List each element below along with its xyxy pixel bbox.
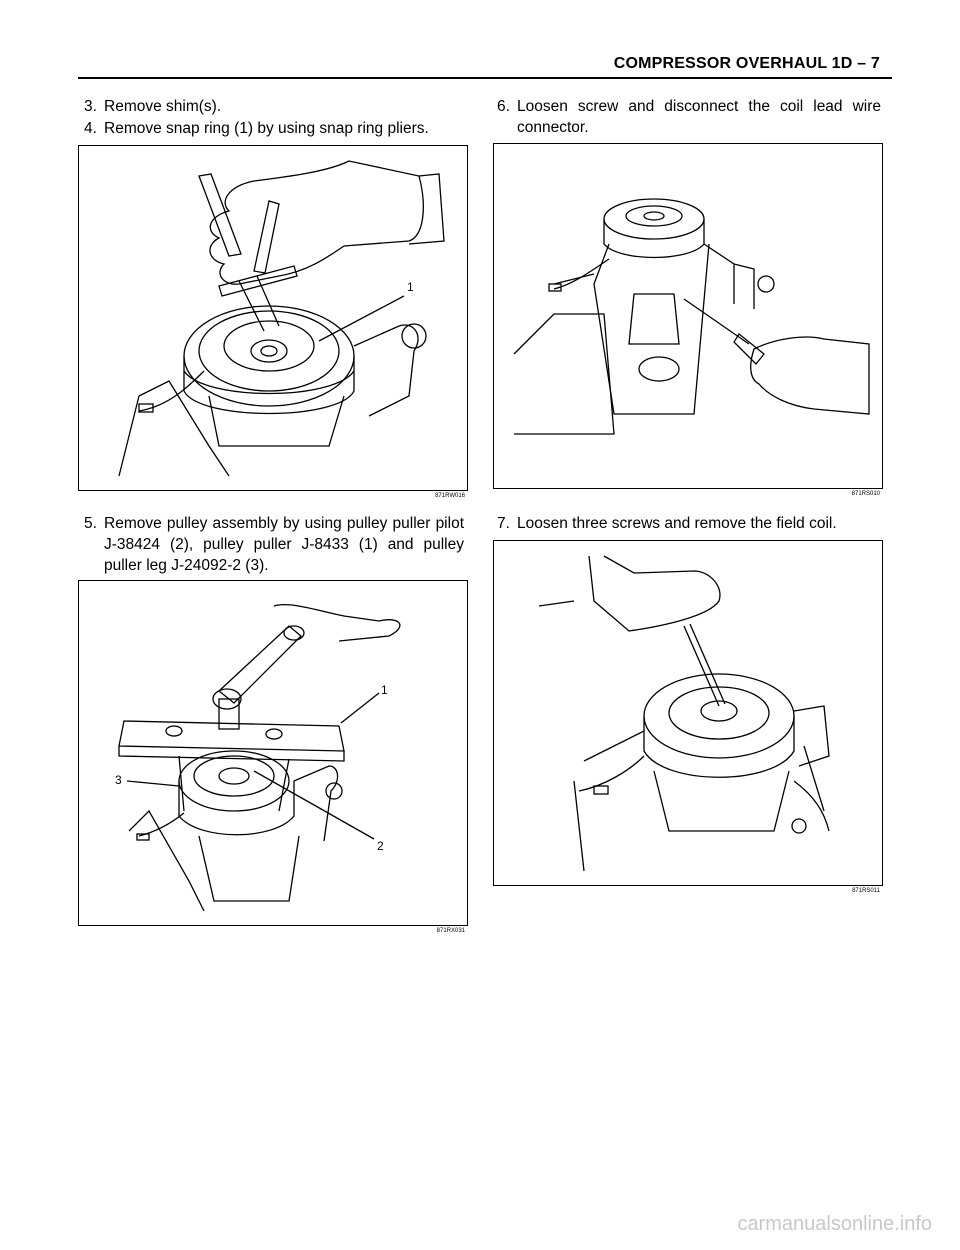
step-7: 7. Loosen three screws and remove the fi… [497, 513, 881, 534]
step-text: Loosen three screws and remove the field… [517, 515, 837, 532]
step-number: 7. [497, 515, 510, 532]
callout-2: 2 [377, 839, 384, 853]
step-6: 6. Loosen screw and disconnect the coil … [497, 96, 881, 138]
figure-pulley-puller: 1 3 2 871RX031 [78, 580, 468, 934]
watermark-text: carmanualsonline.info [737, 1213, 932, 1235]
step-5: 5. Remove pulley assembly by using pulle… [84, 513, 464, 576]
callout-3: 3 [115, 773, 122, 787]
step-3: 3. Remove shim(s). [84, 96, 464, 117]
step-4: 4. Remove snap ring (1) by using snap ri… [84, 118, 468, 139]
field-coil-illustration [538, 555, 830, 872]
figure-code: 871RW016 [435, 493, 465, 499]
step-text: Remove pulley assembly by using pulley p… [104, 515, 464, 574]
step-text: Remove shim(s). [104, 98, 222, 115]
figure-field-coil-removal: 871RS011 [493, 540, 883, 894]
step-number: 6. [497, 98, 510, 115]
figure-code: 871RX031 [436, 928, 465, 934]
figure-coil-lead-connector: 871RS010 [493, 143, 883, 497]
figure-snap-ring-removal: 1 871RW016 [78, 145, 468, 499]
header-rule [78, 77, 892, 79]
step-text: Loosen screw and disconnect the coil lea… [517, 98, 881, 136]
step-number: 4. [84, 120, 97, 137]
figure-code: 871RS010 [851, 491, 880, 497]
coil-lead-illustration [513, 198, 870, 435]
callout-1: 1 [407, 280, 414, 294]
step-number: 3. [84, 98, 97, 115]
step-number: 5. [84, 515, 97, 532]
callout-1: 1 [381, 683, 388, 697]
page-header-title: COMPRESSOR OVERHAUL 1D – 7 [613, 55, 880, 72]
step-text: Remove snap ring (1) by using snap ring … [104, 120, 429, 137]
snap-ring-illustration [118, 160, 445, 477]
pulley-puller-illustration [118, 604, 401, 912]
figure-code: 871RS011 [852, 888, 880, 894]
